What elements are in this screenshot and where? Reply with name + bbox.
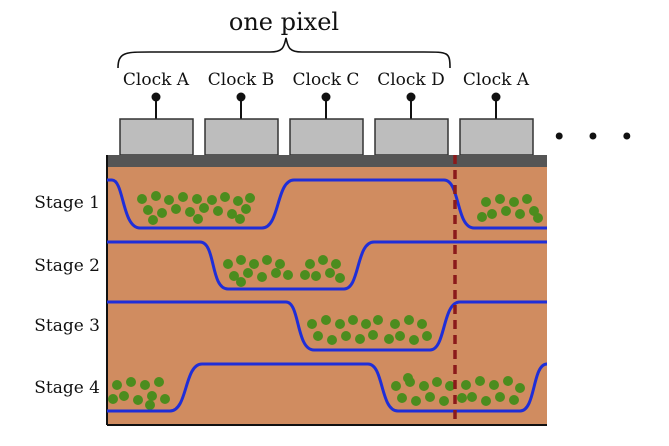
stage-3-potential (107, 300, 547, 352)
stage-4-label: Stage 4 (34, 378, 100, 398)
stage-labels: Stage 1 Stage 2 Stage 3 Stage 4 (34, 193, 100, 398)
clock-labels: Clock A Clock B Clock C Clock D Clock A (123, 70, 530, 90)
gate-c (289, 92, 364, 156)
clock-a-next-label: Clock A (463, 70, 530, 90)
gate-a-next (459, 92, 534, 156)
gate-a (119, 92, 194, 156)
clock-b-label: Clock B (208, 70, 274, 90)
clock-c-label: Clock C (293, 70, 360, 90)
gate-electrode (459, 118, 534, 156)
stage-4-charge-packet-right (457, 376, 525, 406)
gate-b (204, 92, 279, 156)
continuation-dots: • • • (552, 123, 640, 151)
stage-4-potential (107, 362, 548, 413)
stage-3-label: Stage 3 (34, 316, 100, 336)
potential-wells (107, 178, 548, 413)
gate-electrode (204, 118, 279, 156)
clock-a-label: Clock A (123, 70, 190, 90)
stage-1-potential (107, 178, 547, 230)
clock-gates (119, 92, 534, 156)
gate-electrode (119, 118, 194, 156)
stage-2-charge-packet (223, 255, 345, 287)
gate-electrode (374, 118, 449, 156)
pixel-title: one pixel (229, 8, 339, 36)
stage-2-label: Stage 2 (34, 256, 100, 276)
stage-2-potential (107, 240, 547, 291)
stage-1-label: Stage 1 (34, 193, 100, 213)
stage-1-next-charge-packet (477, 194, 543, 223)
electrons (108, 191, 543, 410)
gate-d (374, 92, 449, 156)
one-pixel-brace-icon (117, 37, 451, 69)
stage-3-charge-packet (307, 315, 432, 345)
gate-electrode (289, 118, 364, 156)
clock-d-label: Clock D (377, 70, 445, 90)
stage-4-charge-packet-left (108, 377, 170, 410)
oxide-layer (107, 155, 547, 167)
stage-4-charge-packet-middle (391, 373, 455, 406)
stage-1-charge-packet (137, 191, 255, 225)
